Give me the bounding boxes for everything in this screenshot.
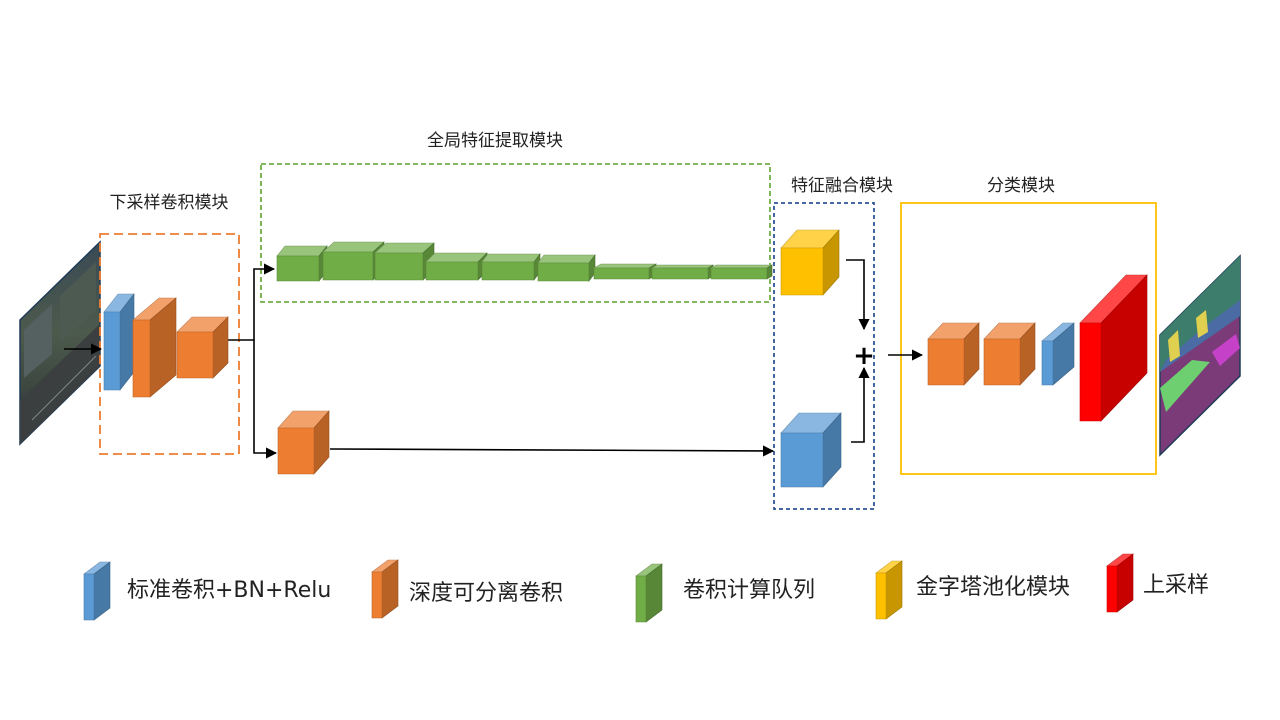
- legend-label-4: 金字塔池化模块: [916, 575, 1070, 600]
- legend-label-5: 上采样: [1143, 573, 1209, 598]
- global-module-frame: [260, 163, 771, 303]
- classify-depthwise-conv-block-2: [983, 322, 1036, 386]
- connectors: [64, 259, 924, 459]
- legend-label-2: 深度可分离卷积: [409, 581, 563, 606]
- classify-depthwise-conv-block-1: [927, 322, 980, 386]
- legend-swatch-4: [875, 560, 903, 620]
- layer-blocks: [103, 229, 1148, 488]
- conv-queue-block-6: [537, 254, 596, 282]
- conv-queue-block-5: [481, 253, 541, 281]
- depthwise-conv-block-2: [176, 316, 229, 379]
- add-operator: +: [853, 341, 875, 371]
- conv-queue-block-8: [650, 264, 715, 280]
- legend-swatch-2: [371, 559, 399, 619]
- legend-swatch-5: [1106, 553, 1134, 613]
- downsample-module-title: 下采样卷积模块: [110, 193, 229, 213]
- input-image: [19, 240, 101, 446]
- legend-swatch-1: [83, 561, 111, 621]
- conv-queue-block-9: [709, 264, 774, 280]
- conv-queue-block-4: [425, 252, 488, 281]
- classify-standard-conv-block: [1041, 322, 1075, 386]
- legend: 标准卷积+BN+Relu 深度可分离卷积 卷积计算队列 金字塔池化模块 上采样: [83, 553, 1209, 623]
- classify-module-frame: [900, 202, 1157, 475]
- fusion-module-frame: [773, 202, 875, 510]
- depthwise-conv-block-1: [132, 297, 177, 398]
- legend-label-3: 卷积计算队列: [683, 578, 815, 603]
- classify-module-title: 分类模块: [987, 176, 1055, 196]
- standard-conv-block: [103, 293, 135, 391]
- global-module-title: 全局特征提取模块: [427, 131, 563, 151]
- standard-conv-fusion-block: [780, 412, 842, 488]
- fusion-module-title: 特征融合模块: [791, 176, 893, 196]
- pyramid-pooling-block: [780, 229, 840, 296]
- upsample-block: [1079, 274, 1148, 422]
- legend-swatch-3: [635, 563, 663, 623]
- output-image: [1159, 254, 1241, 457]
- conv-queue-block-3: [374, 242, 435, 281]
- conv-queue-block-1: [276, 245, 328, 282]
- depthwise-conv-branch-block: [277, 410, 330, 475]
- conv-queue-block-7: [592, 263, 658, 280]
- legend-label-1: 标准卷积+BN+Relu: [127, 578, 331, 603]
